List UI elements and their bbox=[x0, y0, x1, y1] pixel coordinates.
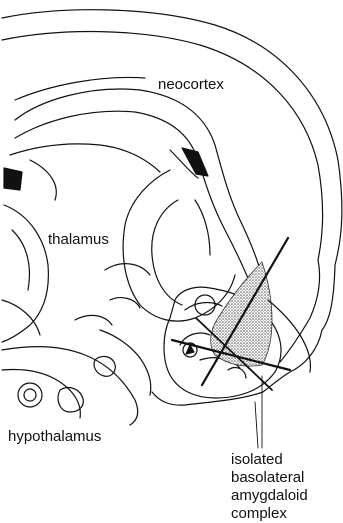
outer-cortex-outline bbox=[2, 10, 342, 405]
thalamus-label: thalamus bbox=[48, 231, 109, 249]
amygdala-label-line-3: amygdaloid bbox=[231, 487, 308, 505]
amygdala-leader-line-1 bbox=[255, 402, 258, 448]
amygdala-label-line-4: complex bbox=[231, 505, 308, 523]
amygdala-label-line-2: basolateral bbox=[231, 469, 308, 487]
hypothalamus-label: hypothalamus bbox=[8, 428, 101, 446]
amygdala-label-line-1: isolated bbox=[231, 451, 308, 469]
hippocampus-inner-arc bbox=[15, 111, 258, 305]
basolateral-complex-region bbox=[211, 262, 272, 366]
neocortex-label: neocortex bbox=[158, 76, 224, 94]
ventricle-left bbox=[4, 168, 22, 190]
ventricle-right bbox=[182, 148, 208, 176]
amygdala-complex-label: isolated basolateral amygdaloid complex bbox=[231, 451, 308, 523]
thalamus-outline bbox=[123, 170, 235, 321]
